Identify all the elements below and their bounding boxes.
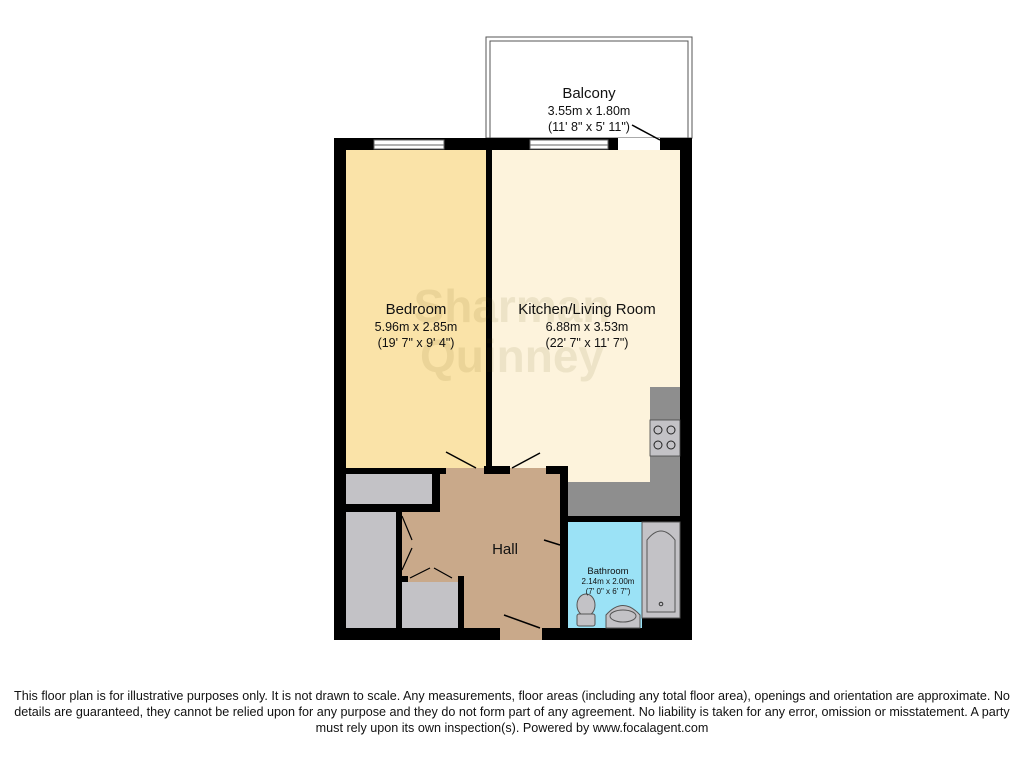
hob-icon <box>653 425 676 450</box>
kitchen-counter <box>568 387 681 516</box>
bathroom-name: Bathroom <box>587 566 628 577</box>
kitchen-living-imperial: (22' 7" x 11' 7") <box>546 336 629 350</box>
hall-name: Hall <box>492 541 518 558</box>
bedroom-imperial: (19' 7" x 9' 4") <box>378 336 455 350</box>
balcony <box>485 36 693 139</box>
watermark-logo: Sharman Quinney <box>414 280 611 382</box>
bedroom-metric: 5.96m x 2.85m <box>375 320 458 334</box>
kitchen-living-name: Kitchen/Living Room <box>518 301 656 318</box>
watermark-line1: Sharman <box>414 280 611 332</box>
balcony-name: Balcony <box>562 85 616 102</box>
balcony-metric: 3.55m x 1.80m <box>548 104 631 118</box>
cupboard-left <box>346 512 396 628</box>
basin-icon <box>605 605 641 629</box>
disclaimer-text: This floor plan is for illustrative purp… <box>14 689 1010 735</box>
bedroom-name: Bedroom <box>386 301 447 318</box>
bedroom-floor <box>346 150 486 468</box>
watermark-line2: Quinney <box>420 330 604 382</box>
balcony-imperial: (11' 8" x 5' 11") <box>548 120 630 134</box>
wardrobe <box>346 474 432 504</box>
cupboard-small <box>402 582 458 628</box>
bathroom-metric: 2.14m x 2.00m <box>582 577 635 586</box>
window <box>529 139 609 150</box>
balcony-door <box>618 138 660 150</box>
toilet-icon <box>576 593 596 627</box>
bath-icon <box>641 521 681 619</box>
bathroom-imperial: (7' 0" x 6' 7") <box>586 587 631 596</box>
kitchen-living-floor <box>492 150 680 482</box>
kitchen-living-metric: 6.88m x 3.53m <box>546 320 629 334</box>
front-door <box>500 628 542 640</box>
window <box>373 139 445 150</box>
